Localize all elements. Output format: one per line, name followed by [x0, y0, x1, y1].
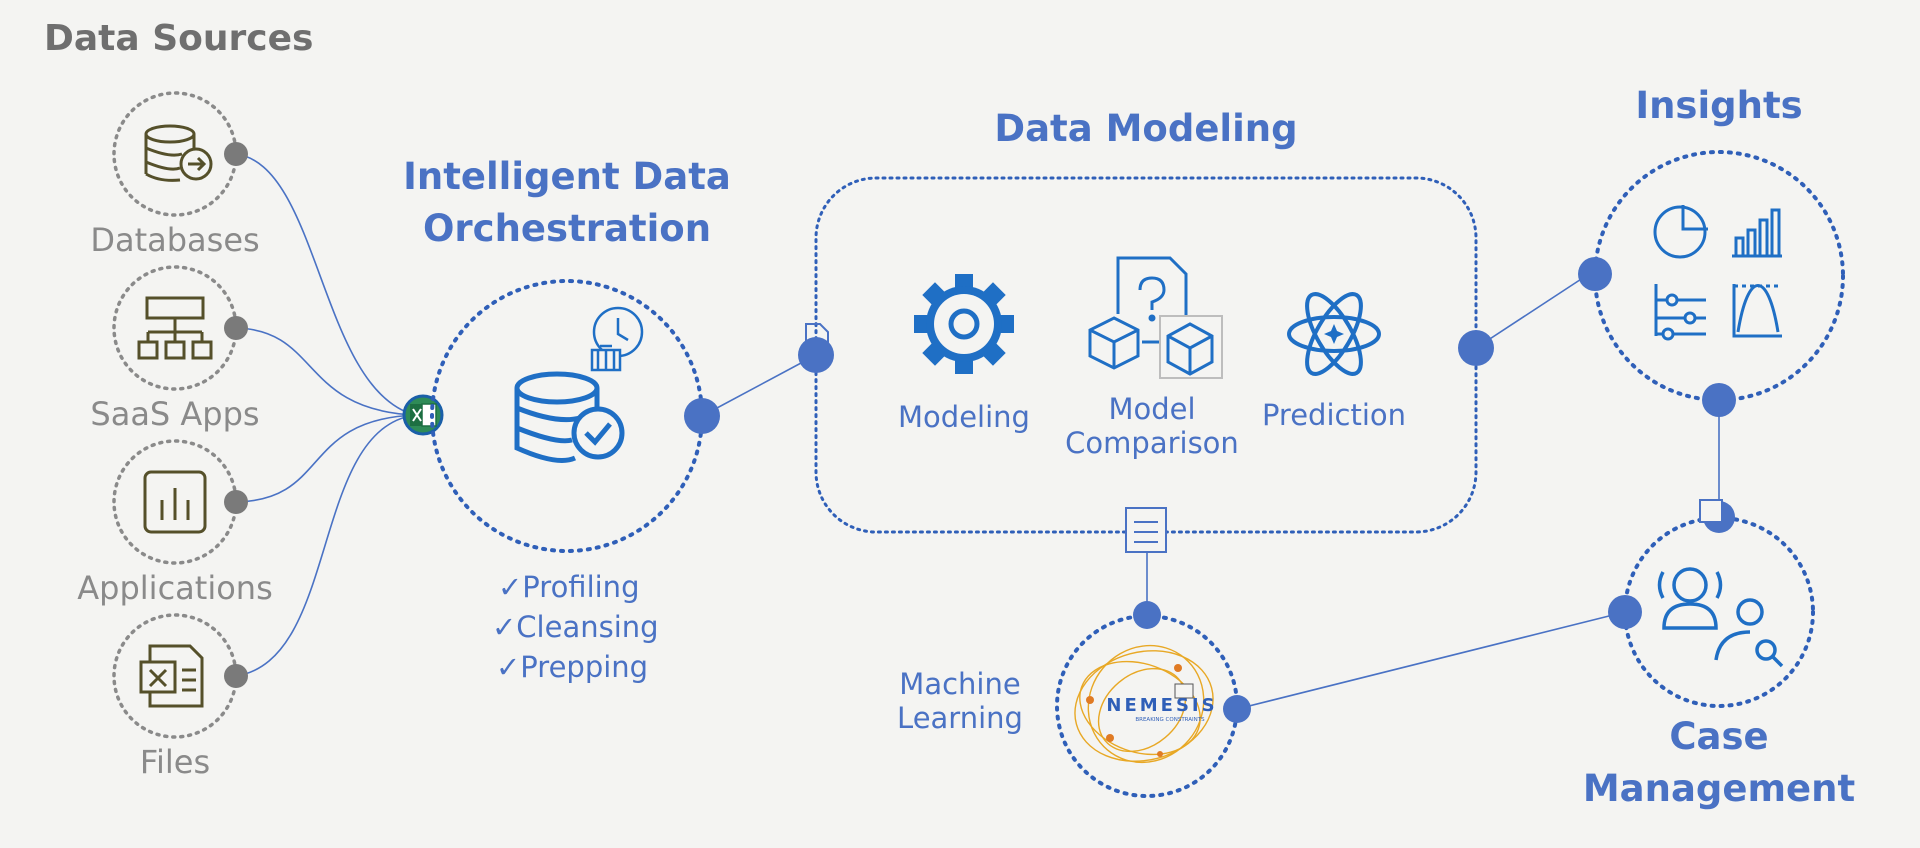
ml-doc-icon [1125, 507, 1167, 553]
source-label-applications: Applications [77, 569, 273, 607]
connector-files [235, 414, 416, 677]
model-comparison-label-line2: Comparison [1065, 426, 1239, 460]
connector-databases [235, 153, 416, 416]
bell-curve-icon [1732, 284, 1782, 338]
spreadsheet-file-icon [139, 644, 204, 708]
insights-out-node [1702, 383, 1736, 417]
source-label-files: Files [139, 743, 211, 781]
connector-ml-case [1236, 611, 1626, 710]
case-management-heading-line1: Case [1669, 715, 1769, 758]
prediction-label: Prediction [1261, 398, 1407, 432]
clock-broom-icon [590, 306, 644, 372]
machine-learning-label-line2: Learning [897, 701, 1023, 735]
step-prepping: ✓Prepping [496, 650, 649, 684]
atom-icon [1287, 292, 1381, 376]
source-nodes [224, 142, 248, 688]
case-management-heading-line2: Management [1582, 767, 1856, 810]
data-modeling-box [814, 176, 1478, 534]
connector-lines [235, 153, 1720, 710]
ml-top-node [1133, 601, 1161, 629]
insights-in-node [1578, 257, 1612, 291]
equalizer-icon [143, 470, 207, 534]
small-square-icon [1699, 499, 1723, 523]
data-sources-heading: Data Sources [44, 18, 314, 59]
modeling-in-node [798, 337, 834, 373]
case-in-node [1608, 595, 1642, 629]
orchestration-steps: ✓Profiling ✓Cleansing ✓Prepping [492, 567, 659, 687]
insights-circle [1593, 150, 1845, 402]
orchestration-heading-line1: Intelligent Data [403, 155, 731, 198]
connector-applications [235, 414, 416, 503]
connector-saas [235, 327, 416, 416]
nemesis-logo-tagline: BREAKING CONSTRAINTS [1135, 717, 1205, 723]
database-check-icon [514, 371, 625, 463]
document-small-icon [805, 323, 829, 345]
database-arrow-icon [144, 124, 213, 182]
nemesis-logo-orbits [1074, 644, 1214, 764]
orchestration-heading-line2: Orchestration [422, 207, 712, 250]
pie-chart-icon [1653, 205, 1708, 259]
nemesis-logo-text: NEMESIS [1106, 695, 1217, 716]
source-label-databases: Databases [90, 221, 260, 259]
machine-learning-label-line1: Machine [899, 667, 1021, 701]
source-label-saas: SaaS Apps [90, 395, 260, 433]
excel-hub-icon [402, 394, 444, 436]
people-search-icon [1657, 567, 1784, 668]
case-management-circle [1623, 516, 1815, 708]
step-cleansing: ✓Cleansing [492, 610, 659, 644]
hierarchy-icon [137, 296, 213, 360]
orchestration-node [684, 398, 720, 434]
model-comparison-icon [1088, 256, 1223, 379]
connector-orch-modeling [701, 354, 817, 417]
data-modeling-heading: Data Modeling [994, 107, 1298, 150]
insights-heading: Insights [1635, 84, 1803, 127]
gear-icon [914, 274, 1014, 374]
step-profiling: ✓Profiling [498, 570, 640, 604]
bar-chart-icon [1732, 208, 1782, 258]
ml-right-node [1223, 695, 1251, 723]
connector-modeling-insights [1475, 269, 1596, 349]
modeling-out-node [1458, 330, 1494, 366]
orchestration-circle [430, 279, 704, 553]
modeling-label: Modeling [898, 400, 1030, 434]
model-comparison-label-line1: Model [1108, 392, 1196, 426]
slider-chart-icon [1654, 284, 1706, 341]
